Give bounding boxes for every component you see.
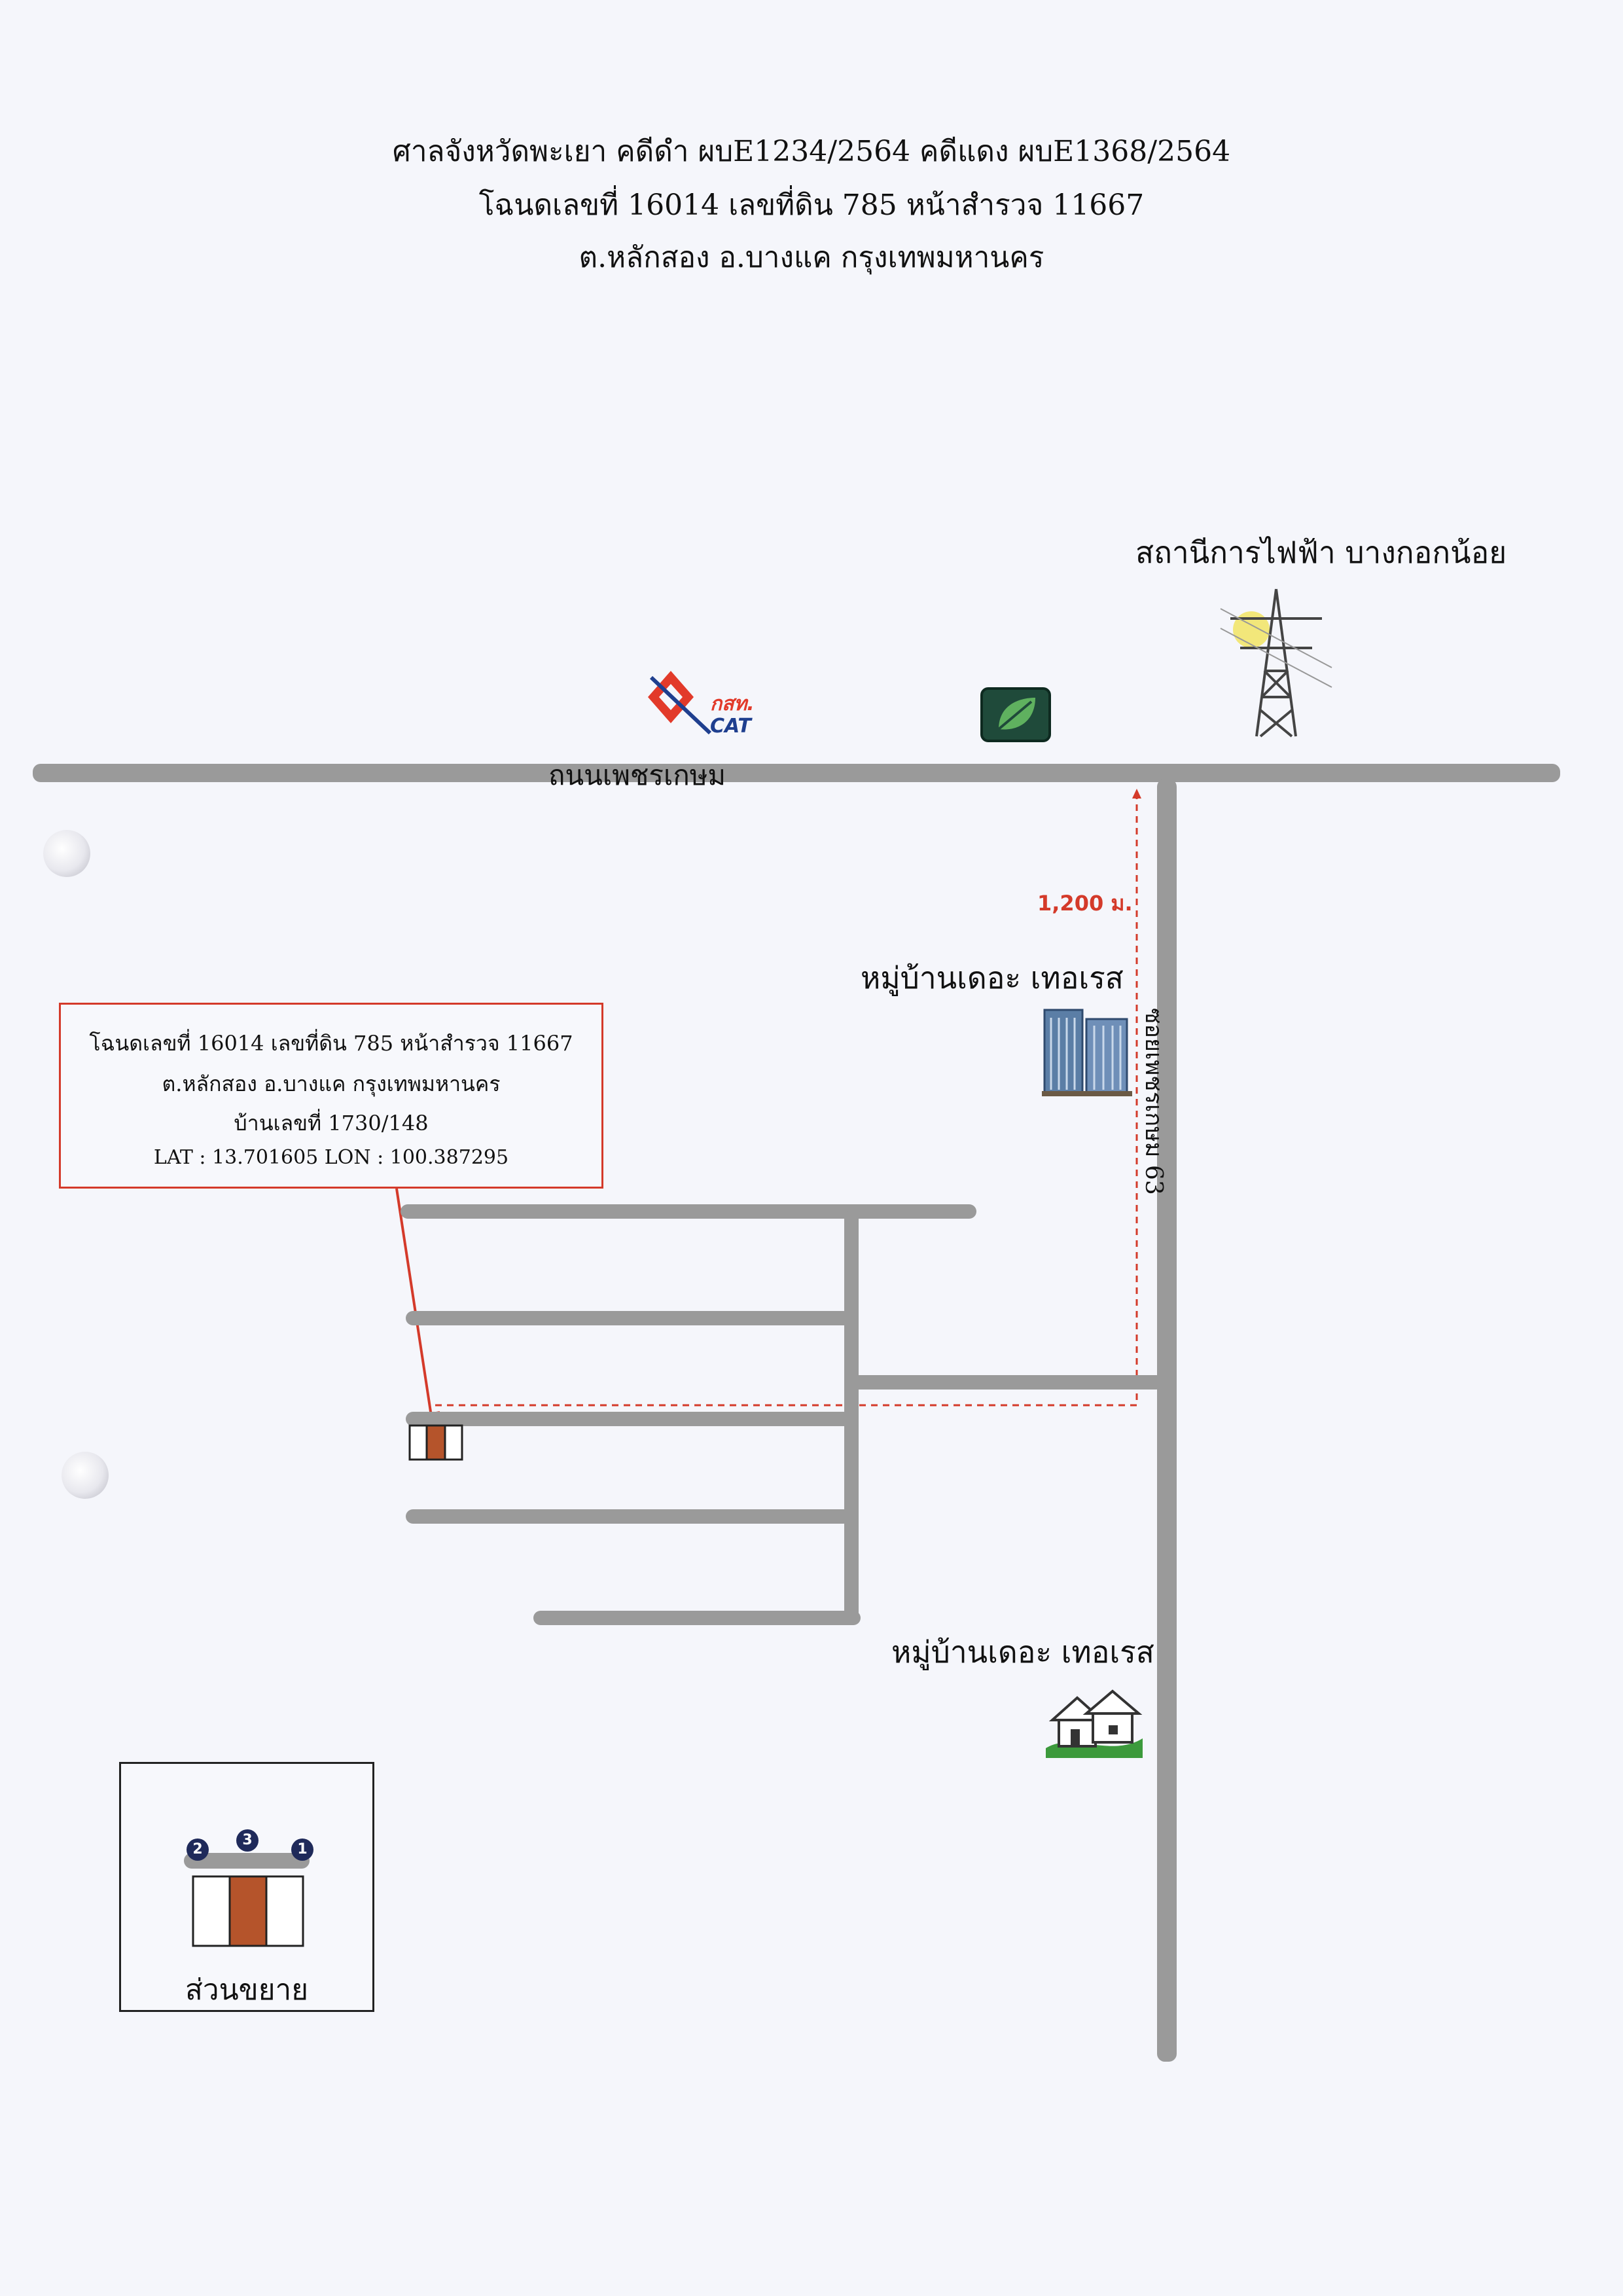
connector-road <box>849 1375 1164 1390</box>
village-bottom-label: หมู่บ้านเดอะ เทอเรส <box>891 1634 1154 1670</box>
header-location-line: ต.หลักสอง อ.บางแค กรุงเทพมหานคร <box>579 241 1044 274</box>
cat-logo-text-en: CAT <box>710 715 751 738</box>
property-marker <box>408 1424 463 1461</box>
inset-label: ส่วนขยาย <box>185 1973 308 2007</box>
pin-3-icon: 3 <box>236 1829 259 1852</box>
pin-2-icon: 2 <box>187 1839 209 1861</box>
inset-property-marker <box>192 1875 304 1947</box>
soi-road <box>1157 779 1177 2062</box>
distance-label: 1,200 ม. <box>1037 891 1133 916</box>
punch-hole-top <box>43 830 90 877</box>
power-tower-icon <box>1220 588 1332 738</box>
zoom-inset: 2 3 1 ส่วนขยาย <box>119 1762 374 2012</box>
callout-house-number: บ้านเลขที่ 1730/148 <box>234 1111 429 1136</box>
cat-telecom-logo-icon <box>648 671 712 735</box>
house-icon <box>1046 1689 1143 1758</box>
village-top-label: หมู่บ้านเดอะ เทอเรส <box>861 960 1124 996</box>
main-road-label: ถนนเพชรเกษม <box>548 759 726 791</box>
inner-road-3 <box>406 1412 851 1426</box>
header-case-line: ศาลจังหวัดพะเยา คดีดำ ผบE1234/2564 คดีแด… <box>392 135 1231 168</box>
bank-leaf-logo-icon <box>980 687 1051 742</box>
main-road <box>33 764 1560 782</box>
header-deed-line: โฉนดเลขที่ 16014 เลขที่ดิน 785 หน้าสำรวจ… <box>478 188 1145 222</box>
pin-1-icon: 1 <box>291 1839 313 1861</box>
power-station-label: สถานีการไฟฟ้า บางกอกน้อย <box>1135 535 1507 570</box>
inner-road-1 <box>401 1204 976 1219</box>
cat-logo-text-thai: กสท. <box>710 692 755 715</box>
callout-location-line: ต.หลักสอง อ.บางแค กรุงเทพมหานคร <box>162 1071 501 1096</box>
property-callout: โฉนดเลขที่ 16014 เลขที่ดิน 785 หน้าสำรวจ… <box>59 1003 603 1189</box>
inner-road-5 <box>533 1611 861 1625</box>
inner-road-vertical <box>844 1211 859 1623</box>
callout-deed-line: โฉนดเลขที่ 16014 เลขที่ดิน 785 หน้าสำรวจ… <box>89 1031 573 1056</box>
building-icon <box>1042 1009 1132 1096</box>
inner-road-4 <box>406 1509 851 1524</box>
callout-coordinates: LAT : 13.701605 LON : 100.387295 <box>153 1146 509 1169</box>
inner-road-2 <box>406 1311 851 1325</box>
punch-hole-bottom <box>62 1452 109 1499</box>
